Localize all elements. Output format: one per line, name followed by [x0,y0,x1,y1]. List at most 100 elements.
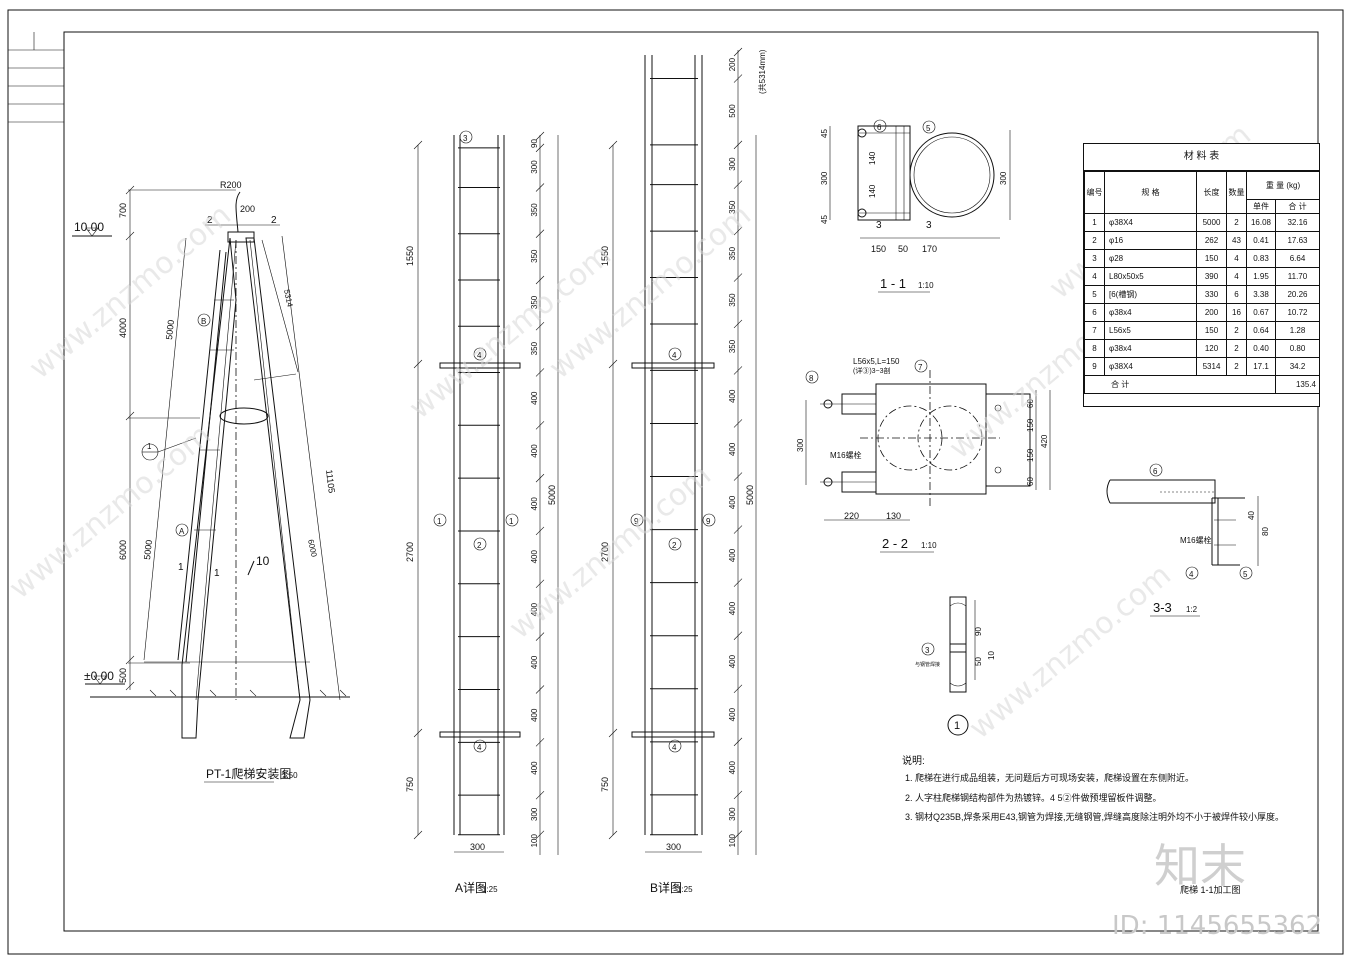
material-cell: 43 [1226,231,1247,250]
s22-bolt: M16螺栓 [830,450,862,460]
dim-label: 400 [530,602,539,616]
s11-title: 1 - 1 [880,276,906,291]
b-callout-2: 2 [672,541,677,550]
dim-tick [535,632,545,641]
s11-cut-3a: 3 [876,220,882,231]
s22-scale: 1:10 [921,541,937,550]
dim-tick [733,790,743,800]
dim-label: 400 [728,761,737,775]
material-cell: 2 [1226,213,1247,232]
s22-d300: 300 [796,438,805,452]
dim-label: 300 [530,807,539,821]
a-scale: 1:25 [482,885,498,894]
a-left-1550: 1550 [405,246,415,266]
dim-label: 400 [728,654,737,668]
th-qty: 数量 [1226,171,1247,214]
s22-d60b: 60 [1026,477,1035,486]
dim-label: 350 [530,249,539,263]
material-cell: φ38x4 [1104,303,1197,322]
dim-tick [733,525,743,534]
material-cell: 3.38 [1246,285,1276,304]
total-value: 135.4 [1274,375,1321,394]
dim-label: 400 [530,497,539,511]
material-cell: 5314 [1196,357,1227,376]
material-cell: 390 [1196,267,1227,286]
dim-tick [733,830,743,839]
d1-10: 10 [987,651,996,660]
a-title: A详图 [455,880,487,895]
ladder-b-detail: 4 4 9 9 2 1550 2700 750 5000 (共5314mm) 2… [600,47,767,895]
elev-top: 10.00 [74,220,104,234]
material-cell: 20.26 [1274,285,1321,304]
material-cell: 330 [1196,285,1227,304]
dim-label: 400 [530,391,539,405]
dim-label: 350 [728,200,737,214]
material-cell: 150 [1196,249,1227,268]
s11-d300r: 300 [999,171,1008,185]
dim-label: 400 [728,601,737,615]
slant-5000a: 5000 [164,319,176,340]
s22-note-angle: L56x5,L=150 [853,357,900,366]
dim-label: 400 [530,444,539,458]
material-cell: 0.80 [1274,339,1321,358]
s11-d140b: 140 [868,184,877,198]
s22-d150a: 150 [1026,418,1035,432]
s11-callout-6: 6 [877,123,882,132]
material-cell: φ38X4 [1104,357,1197,376]
material-cell: 1 [1084,213,1105,232]
section-2-2: 8 7 L56x5,L=150 (详③)3~3剖 M16螺栓 300 220 1… [796,357,1051,553]
b-callout-4b: 4 [672,743,677,752]
material-cell: 262 [1196,231,1227,250]
dim-tick [733,472,743,481]
material-cell: 2 [1226,321,1247,340]
dim-tick [733,47,743,57]
s22-d60a: 60 [1026,399,1035,408]
total-label: 合 计 [1084,375,1276,394]
s22-d420: 420 [1040,434,1049,448]
dim-tick [733,737,743,747]
bottom-caption: 爬梯 1-1加工图 [1180,884,1241,895]
elev-ground: ±0.00 [84,669,114,683]
b-callout-4: 4 [672,351,677,360]
slant-5314: 5314 [282,289,295,309]
a-left-750: 750 [405,777,415,792]
dim-label: 350 [530,341,539,355]
dim-tick [733,684,743,694]
dim-tick [535,579,545,589]
dim-tick [535,421,545,430]
dim-label: 400 [728,495,737,509]
dim-tick [535,473,545,483]
material-cell: 4 [1084,267,1105,286]
material-cell: 2 [1084,231,1105,250]
material-cell: 5 [1084,285,1105,304]
d1-callout: 1 [954,720,960,732]
inner-frame [63,31,1319,932]
label-slope: 10 [256,554,270,568]
s11-d150: 150 [871,244,886,254]
b-total: 5000 [745,485,755,505]
dim-tick [733,74,743,83]
dim-label: 300 [530,160,539,174]
notes-title: 说明: [902,754,925,767]
s11-d140a: 140 [868,151,877,165]
dim-tick [535,738,545,747]
d1-90: 90 [974,627,983,636]
s22-callout-8: 8 [809,374,814,383]
material-cell: 17.63 [1274,231,1321,250]
wm-2: www.znzmo.com [3,418,218,607]
material-cell: 9 [1084,357,1105,376]
material-cell: φ38X4 [1104,213,1197,232]
dim-label: 400 [530,655,539,669]
a-width: 300 [470,842,485,852]
material-cell: 32.16 [1274,213,1321,232]
d1-50: 50 [974,657,983,666]
dim-tick [535,685,545,694]
material-cell: 2 [1226,339,1247,358]
material-cell: 4 [1226,267,1247,286]
b-left-2700: 2700 [600,542,610,562]
dim-tick [733,578,743,587]
s11-d45b: 45 [820,215,829,224]
